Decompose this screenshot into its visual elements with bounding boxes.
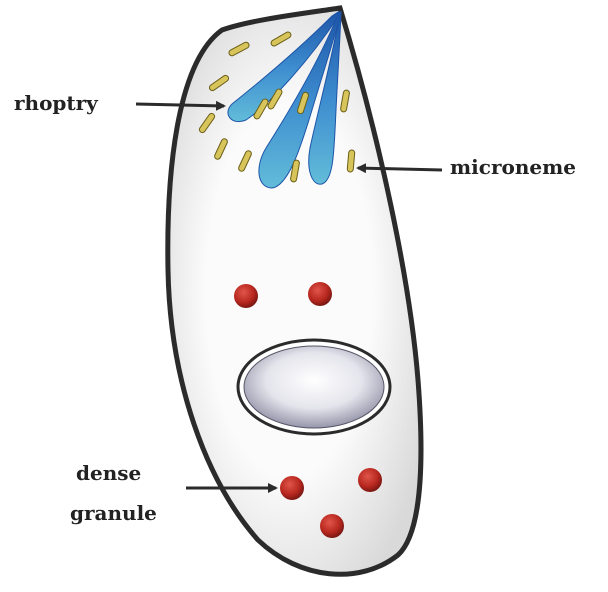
nucleus [244, 346, 384, 428]
label-dense-granule-line2: granule [70, 501, 157, 525]
dense-granule [234, 284, 258, 308]
label-microneme: microneme [450, 155, 576, 179]
dense-granule [320, 514, 344, 538]
label-dense-granule-line1: dense [76, 461, 141, 485]
arrow-microneme [358, 168, 442, 170]
dense-granule [308, 282, 332, 306]
dense-granule [358, 468, 382, 492]
arrow-rhoptry [136, 104, 224, 106]
label-rhoptry: rhoptry [14, 91, 99, 115]
microneme [347, 150, 355, 172]
dense-granule [280, 476, 304, 500]
